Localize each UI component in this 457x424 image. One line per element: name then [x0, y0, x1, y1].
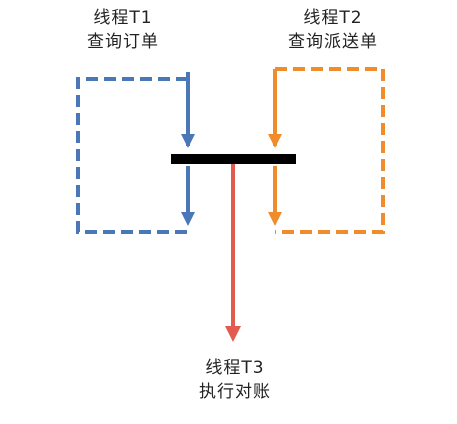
thread-t2-label: 线程T2 查询派送单 — [258, 6, 408, 54]
thread-t3-arrowhead — [225, 326, 241, 342]
thread-t3-label: 线程T3 执行对账 — [160, 356, 310, 404]
thread-t2-title: 线程T2 — [303, 8, 363, 28]
thread-t2-arrowhead-upper — [268, 134, 282, 148]
thread-t1-arrowhead-lower — [181, 212, 195, 226]
thread-t2-arrowhead-lower — [268, 212, 282, 226]
thread-t1-label: 线程T1 查询订单 — [58, 6, 188, 54]
thread-t3-title: 线程T3 — [205, 358, 265, 378]
barrier-bar — [171, 154, 296, 164]
thread-t1-dashed-path — [76, 77, 188, 234]
thread-t1-task: 查询订单 — [87, 32, 159, 52]
thread-t1-title: 线程T1 — [93, 8, 153, 28]
thread-t3-task: 执行对账 — [199, 382, 271, 402]
thread-t1-arrowhead-upper — [181, 134, 195, 148]
thread-t2-dashed-path — [275, 67, 385, 234]
thread-t2-task: 查询派送单 — [288, 32, 378, 52]
